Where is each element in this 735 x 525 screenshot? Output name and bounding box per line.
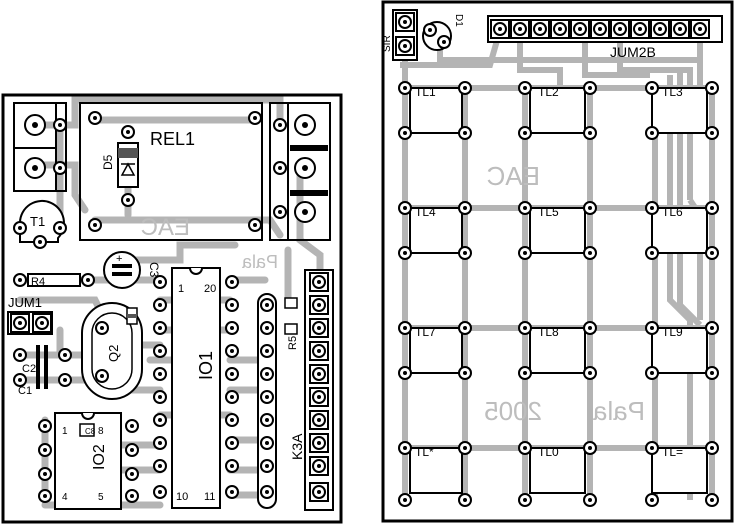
- capacitors-c1-c2: C2 C1: [13, 345, 72, 397]
- ic-io2-pin1: 1: [62, 426, 68, 437]
- connector-k3a-label: K3A: [289, 433, 305, 460]
- jumper-jum1: JUM1: [7, 295, 53, 335]
- jumper-sir-label: SIR: [382, 35, 393, 52]
- resistor-r4: R4: [13, 273, 95, 288]
- capacitor-c3-label: C3: [147, 262, 161, 278]
- right-traces: [400, 29, 715, 500]
- jumper-jum1-label: JUM1: [8, 295, 42, 310]
- key-tl6: TL6: [645, 201, 719, 260]
- key-tl1: TL1: [398, 81, 472, 140]
- capacitor-c1-label: C1: [18, 385, 32, 397]
- terminal-block-right: 3 2 1: [269, 102, 331, 241]
- svg-text:TL3: TL3: [662, 85, 683, 99]
- ic-io1: IO1 1 20 10 11: [153, 267, 239, 509]
- relay-rel1: REL1 D5: [79, 102, 263, 241]
- key-tl-star: TL*: [398, 441, 472, 507]
- crystal-q2-label: Q2: [106, 345, 121, 362]
- key-tl5: TL5: [518, 201, 597, 260]
- key-tl0: TL0: [518, 441, 597, 507]
- ghost-pala-left: Pala: [241, 252, 278, 272]
- resistor-r4-label: R4: [31, 276, 45, 288]
- capacitor-c2-label: C2: [22, 363, 36, 375]
- led-d1: D1: [422, 14, 464, 51]
- crystal-q2: Q2: [81, 302, 143, 400]
- svg-text:TL6: TL6: [662, 205, 683, 219]
- resistor-r5: R5: [284, 297, 299, 350]
- led-d1-label: D1: [453, 14, 464, 27]
- ghost-eac-right: EAC: [487, 161, 540, 191]
- right-board: EAC 2005 Pala SIR D1: [381, 0, 734, 523]
- header-jum2b: JUM2B: [487, 15, 723, 60]
- resistor-network: [257, 293, 277, 509]
- svg-text:TL5: TL5: [538, 205, 559, 219]
- ghost-eac-left: EAC: [141, 214, 190, 241]
- terminal-block-left: 1 2: [13, 102, 67, 192]
- ic-io2-pin5: 5: [98, 492, 104, 503]
- ic-io1-pin20: 20: [204, 283, 216, 295]
- connector-k3a: K3A: [289, 269, 334, 511]
- ic-io2: C8 IO2 1 8 4 5: [38, 412, 139, 510]
- ghost-year-right: 2005: [484, 396, 542, 426]
- svg-text:TL0: TL0: [538, 445, 559, 459]
- ghost-pala-right: Pala: [592, 396, 645, 426]
- ic-io1-pin1: 1: [178, 283, 184, 295]
- transistor-t1: T1: [13, 199, 67, 249]
- svg-text:TL2: TL2: [538, 85, 559, 99]
- resistor-r5-label: R5: [287, 336, 299, 350]
- svg-text:C8: C8: [85, 427, 96, 436]
- transistor-label: T1: [30, 214, 45, 229]
- svg-text:TL9: TL9: [662, 325, 683, 339]
- key-tl8: TL8: [518, 321, 597, 380]
- diode-d5-label: D5: [101, 154, 115, 170]
- header-jum2b-label: JUM2B: [610, 44, 656, 60]
- ic-io2-pin4: 4: [62, 492, 68, 503]
- ic-io1-pin10: 10: [176, 491, 188, 503]
- svg-text:TL=: TL=: [662, 445, 683, 459]
- ic-io2-label: IO2: [91, 444, 108, 470]
- ic-io2-pin8: 8: [98, 426, 104, 437]
- svg-text:+: +: [116, 253, 122, 265]
- svg-text:TL8: TL8: [538, 325, 559, 339]
- svg-text:TL*: TL*: [415, 445, 434, 459]
- keypad: TL1 TL2 TL3 TL4 TL5: [398, 81, 719, 507]
- key-tl2: TL2: [518, 81, 597, 140]
- capacitor-c3: + C3: [103, 251, 161, 289]
- key-tl4: TL4: [398, 201, 472, 260]
- key-tl3: TL3: [645, 81, 719, 140]
- jumper-sir: SIR: [382, 9, 418, 61]
- left-board: EAC Pala 2005 1 2 REL1: [1, 93, 343, 524]
- ic-io1-label: IO1: [196, 351, 216, 380]
- relay-label: REL1: [150, 129, 195, 149]
- ic-io1-pin11: 11: [204, 491, 215, 503]
- key-tl7: TL7: [398, 321, 472, 380]
- svg-text:TL7: TL7: [415, 325, 436, 339]
- key-tl9: TL9: [645, 321, 719, 380]
- svg-text:TL1: TL1: [415, 85, 436, 99]
- svg-text:TL4: TL4: [415, 205, 436, 219]
- key-tl-equal: TL=: [645, 441, 719, 507]
